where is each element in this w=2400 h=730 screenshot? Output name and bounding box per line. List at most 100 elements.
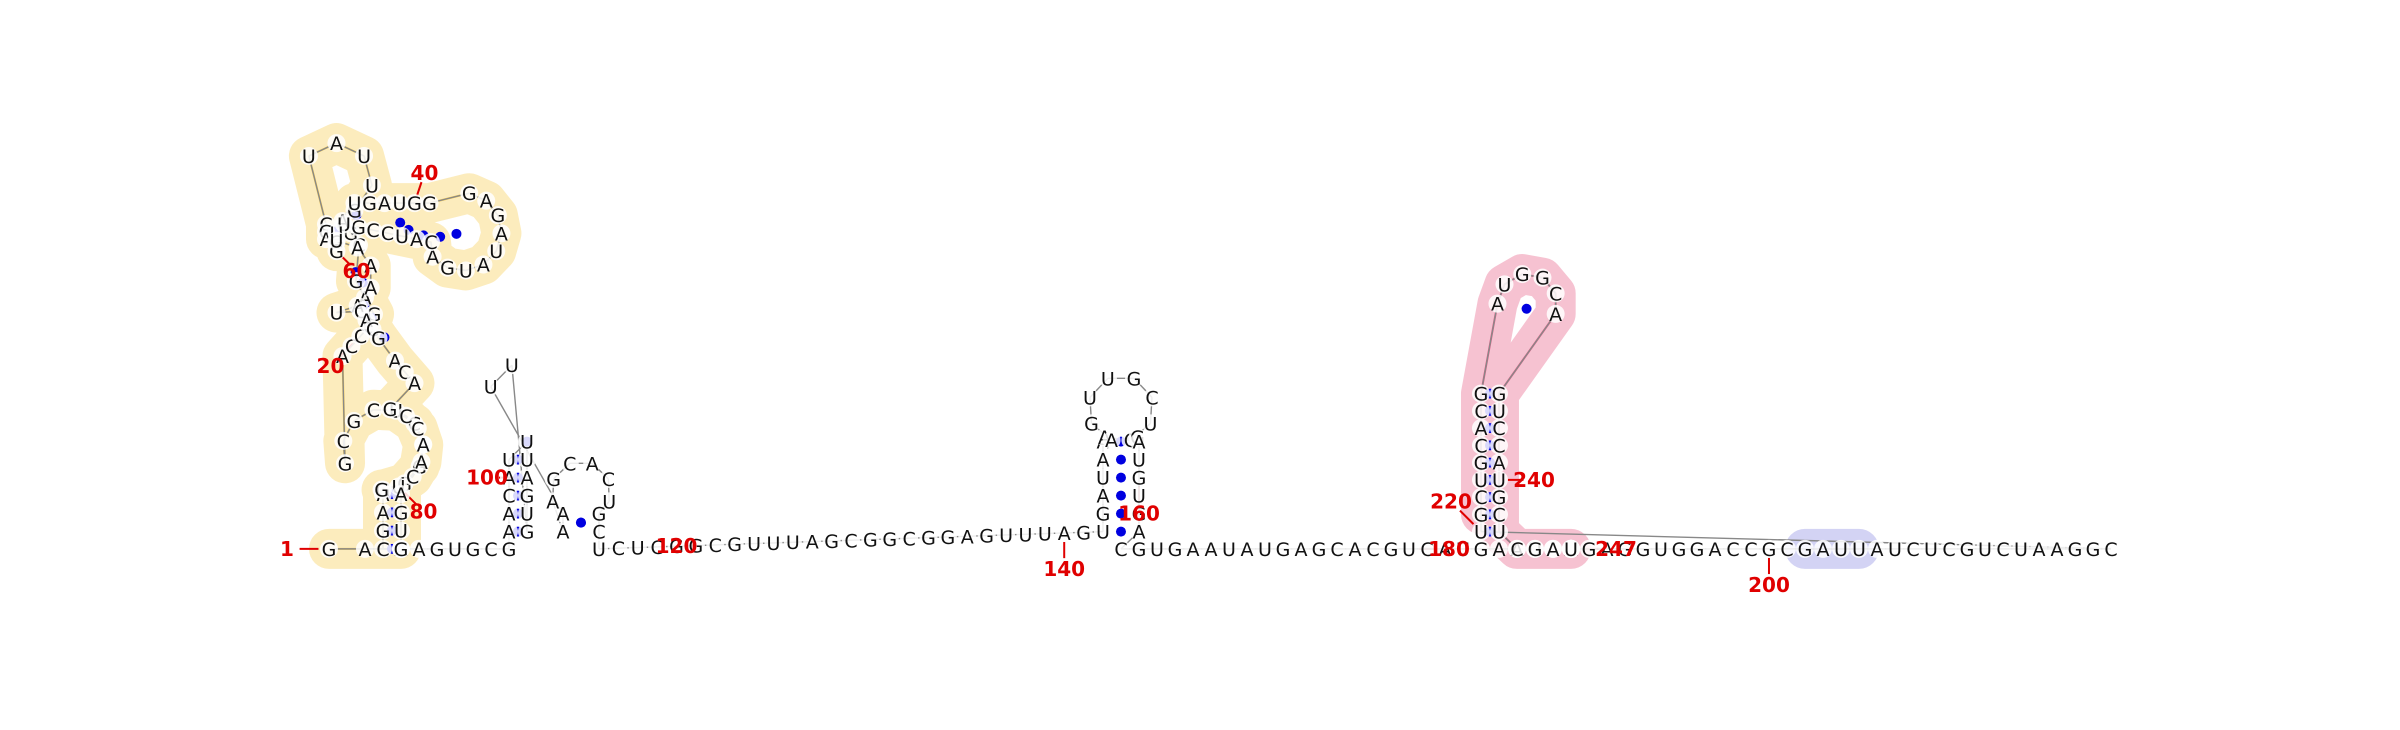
nucleotide: C [650, 537, 663, 559]
nucleotide-bg [938, 527, 957, 546]
nucleotide-bg [327, 303, 346, 322]
nucleotide-bg [1471, 522, 1490, 541]
nucleotide: A [417, 435, 430, 457]
nucleotide-bg [2101, 539, 2120, 558]
nucleotide-bg [378, 224, 397, 243]
position-number: 140 [1043, 557, 1085, 581]
nucleotide-bg [1183, 539, 1202, 558]
nucleotide: U [459, 260, 473, 282]
nucleotide-bg [1363, 539, 1382, 558]
nucleotide-bg [517, 504, 536, 523]
nucleotide-bg [880, 529, 899, 548]
nucleotide-bg [392, 227, 411, 246]
nucleotide: G [1474, 453, 1489, 475]
nucleotide: U [747, 534, 761, 556]
nucleotide: G [882, 529, 897, 551]
nucleotide-bg [861, 530, 880, 549]
position-number: 160 [1118, 502, 1160, 526]
nucleotide: G [1492, 384, 1507, 406]
nucleotide-bg [363, 221, 382, 240]
nucleotide-bg [1080, 388, 1099, 407]
nucleotide: U [520, 504, 534, 526]
nucleotide: G [371, 328, 386, 350]
nucleotide: G [383, 399, 398, 421]
nucleotide-bg [348, 238, 367, 257]
nucleotide: G [407, 193, 422, 215]
nucleotide: C [563, 453, 576, 475]
nucleotide: A [426, 247, 439, 269]
nucleotide-bg [764, 533, 783, 552]
nucleotide: U [1564, 539, 1578, 561]
nucleotide-bg [1273, 539, 1292, 558]
nucleotide: A [806, 532, 819, 554]
nucleotide: G [1528, 539, 1543, 561]
nucleotide: G [689, 536, 704, 558]
nucleotide-bg [1125, 369, 1144, 388]
nucleotide: C [1780, 539, 1793, 561]
nucleotide: A [1492, 539, 1505, 561]
nucleotide-bg [396, 406, 415, 425]
nucleotide: G [1762, 539, 1777, 561]
nucleotide: A [1186, 539, 1199, 561]
nucleotide: U [1101, 368, 1115, 390]
nucleotide-bg [405, 374, 424, 393]
nucleotide-bg [2011, 539, 2030, 558]
highlight-layer [288, 123, 1879, 569]
nucleotide-bg [1759, 539, 1778, 558]
nucleotide: G [394, 502, 409, 524]
nucleotide: G [520, 522, 535, 544]
nucleotide: A [1294, 539, 1307, 561]
nucleotide-bg [1543, 539, 1562, 558]
nucleotide: G [1535, 268, 1550, 290]
number-tick [416, 181, 423, 196]
nucleotide-bg [2029, 539, 2048, 558]
nucleotide: A [1105, 430, 1118, 452]
nucleotide-bg [1471, 436, 1490, 455]
base-pair-dot [1115, 508, 1126, 519]
nucleotide: A [1600, 539, 1613, 561]
nucleotide: U [365, 175, 379, 197]
nucleotide: U [348, 193, 362, 215]
nucleotide: C [602, 469, 615, 491]
nucleotide: G [1515, 264, 1530, 286]
nucleotide: C [502, 486, 515, 508]
nucleotide-bg [1489, 539, 1508, 558]
nucleotide-bg [900, 529, 919, 548]
position-number: 80 [410, 500, 438, 524]
nucleotide-bg [460, 184, 479, 203]
nucleotide-bg [361, 278, 380, 297]
nucleotide: G [824, 531, 839, 553]
nucleotide: G [374, 480, 389, 502]
nucleotide-bg [423, 247, 442, 266]
nucleotide: A [1708, 539, 1721, 561]
nucleotide: G [520, 486, 535, 508]
nucleotide-bg [628, 538, 647, 557]
nucleotide: G [2086, 539, 2101, 561]
number-tick [340, 255, 352, 266]
nucleotide-bg [1849, 539, 1868, 558]
nucleotide-bg [583, 454, 602, 473]
nucleotide: A [502, 522, 515, 544]
nucleotide: C [1366, 539, 1379, 561]
nucleotide: G [1312, 539, 1327, 561]
nucleotide: A [586, 453, 599, 475]
nucleotide: G [462, 183, 477, 205]
nucleotide: G [1690, 539, 1705, 561]
nucleotide: C [1744, 539, 1757, 561]
nucleotide-bg [499, 486, 518, 505]
nucleotide-bg [822, 531, 841, 550]
nucleotide-bg [502, 356, 521, 375]
base-pair-dot [575, 517, 586, 528]
nucleotide: U [1978, 539, 1992, 561]
nucleotides: GAACGAAGGGACUCGCGACCCGAGCGAGUUAUCGAUGAUG… [299, 133, 2120, 561]
nucleotide-bg [412, 452, 431, 471]
nucleotide: U [1654, 539, 1668, 561]
nucleotide-bg [1098, 369, 1117, 388]
nucleotide-bg [1495, 275, 1514, 294]
nucleotide: C [709, 535, 722, 557]
nucleotide-bg [1309, 539, 1328, 558]
nucleotide: A [378, 193, 391, 215]
nucleotide-bg [487, 242, 506, 261]
base-pair-dot [1521, 303, 1532, 314]
nucleotide-bg [319, 539, 338, 558]
